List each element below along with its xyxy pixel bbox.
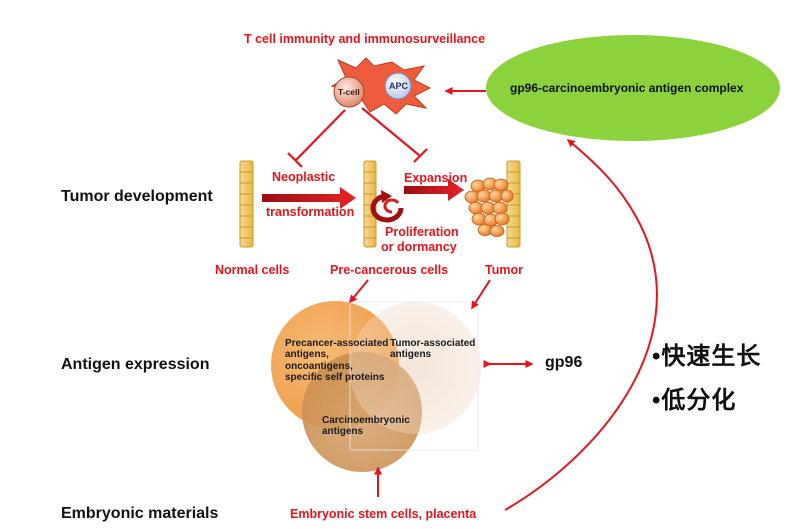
precancer-down-arrow (349, 279, 369, 304)
precancer-antigen-line3: oncoantigens, (285, 361, 353, 372)
tumor-down-arrow (471, 279, 491, 310)
carcino-antigen-line2: antigens (322, 426, 364, 437)
apc-nucleus (384, 72, 412, 100)
inhibit-expansion-bar (413, 148, 428, 163)
neoplastic-label-line1: Neoplastic (272, 170, 336, 184)
embryonic-source-label: Embryonic stem cells, placenta (290, 507, 477, 521)
neoplastic-label-line2: transformation (266, 205, 355, 219)
embryonic-to-complex-curve (504, 139, 658, 511)
stage-precancerous-cells: Pre-cancerous cells (330, 263, 449, 277)
apc-label: APC (389, 81, 409, 91)
t-cell (333, 76, 365, 108)
proliferation-label-line1: Proliferation (385, 225, 459, 239)
complex-label: gp96-carcinoembryonic antigen complex (510, 81, 744, 95)
note-rapid-growth: •快速生长 (652, 343, 762, 370)
neoplastic-arrow (262, 187, 356, 209)
tumor-antigen-frame (349, 301, 479, 451)
inhibit-expansion-line (361, 107, 421, 157)
proliferation-label-line2: or dormancy (381, 240, 457, 254)
carcinoembryonic-antigen-circle (302, 352, 422, 472)
t-cell-label: T-cell (338, 87, 360, 97)
tumor-cluster (464, 177, 514, 237)
normal-cells-column (239, 160, 254, 248)
proliferation-cycle-icon (370, 190, 404, 223)
row-title-embryonic-materials: Embryonic materials (61, 505, 219, 522)
precancer-antigen-line4: specific self proteins (285, 372, 385, 383)
expansion-arrow (404, 179, 464, 201)
gp96-label: gp96 (545, 354, 583, 371)
stage-tumor: Tumor (485, 263, 523, 277)
tumor-antigen-line2: antigens (390, 349, 432, 360)
note-low-differentiation: •低分化 (652, 387, 737, 414)
diagram-title: T cell immunity and immunosurveillance (244, 32, 486, 46)
tumor-cells-column (506, 160, 521, 248)
carcino-antigen-line1: Carcinoembryonic (322, 415, 410, 426)
inhibit-neoplastic-bar (287, 152, 303, 168)
precancer-antigen-line2: antigens, (285, 349, 329, 360)
tumor-antigen-line1: Tumor-associated (390, 338, 476, 349)
row-title-antigen-expression: Antigen expression (61, 356, 210, 373)
precancerous-cells-column (363, 160, 377, 248)
row-title-tumor-development: Tumor development (61, 188, 213, 205)
stage-normal-cells: Normal cells (215, 263, 290, 277)
complex-ellipse (486, 35, 780, 141)
precancer-antigen-line1: Precancer-associated (285, 338, 389, 349)
expansion-label: Expansion (404, 171, 468, 185)
inhibit-neoplastic-line (295, 109, 346, 161)
